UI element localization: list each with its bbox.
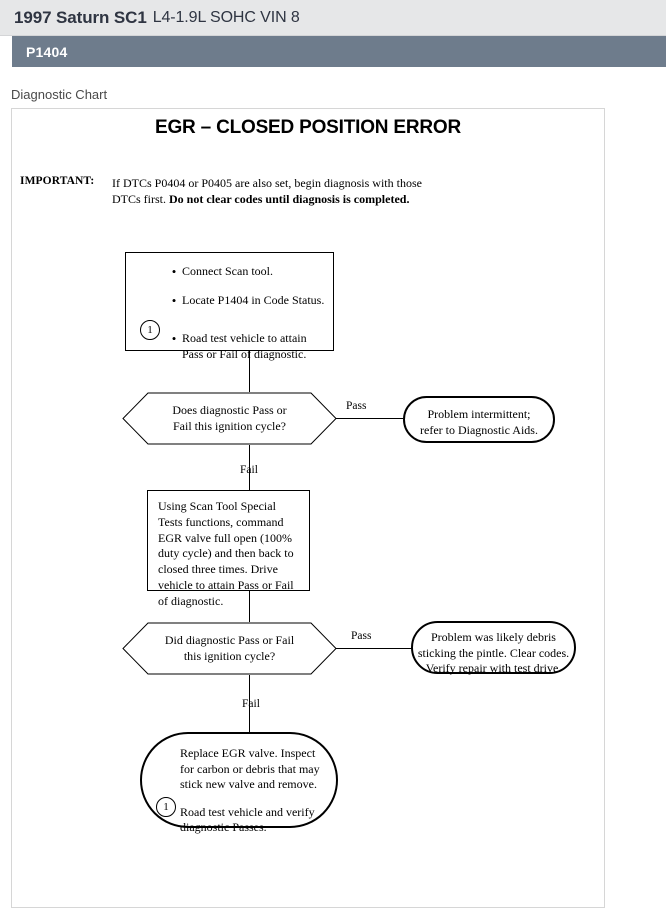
bullet-item: • Locate P1404 in Code Status. bbox=[166, 293, 327, 310]
connector-decision1-fail bbox=[249, 445, 250, 495]
bullet-text: Locate P1404 in Code Status. bbox=[182, 292, 325, 307]
vehicle-header: 1997 Saturn SC1 L4-1.9L SOHC VIN 8 bbox=[0, 0, 666, 36]
hexagon-shape-icon bbox=[122, 392, 337, 445]
important-line-2: DTCs first. Do not clear codes until dia… bbox=[112, 191, 422, 207]
edge-label-fail-2: Fail bbox=[242, 698, 260, 710]
connector-decision2-pass bbox=[336, 648, 412, 649]
important-body: If DTCs P0404 or P0405 are also set, beg… bbox=[112, 175, 422, 207]
decision2-line-1: Did diagnostic Pass or Fail bbox=[164, 633, 295, 647]
vehicle-engine-label: L4-1.9L SOHC VIN 8 bbox=[152, 8, 300, 26]
connector-box2-to-decision2 bbox=[249, 591, 250, 631]
bullet-text: Road test vehicle to attain Pass or Fail… bbox=[182, 331, 307, 361]
connector-decision1-pass bbox=[336, 418, 403, 419]
bullet-dot-icon: • bbox=[171, 292, 177, 308]
edge-label-pass-2: Pass bbox=[351, 630, 372, 642]
flow-oval-debris-pintle: Problem was likely debris sticking the p… bbox=[411, 621, 576, 676]
flow-decision-ignition-cycle-2: Did diagnostic Pass or Fail this ignitio… bbox=[122, 622, 337, 675]
flow-oval-replace-egr-valve: Replace EGR valve. Inspect for carbon or… bbox=[140, 732, 338, 834]
section-label: Diagnostic Chart bbox=[11, 87, 108, 102]
important-label: IMPORTANT: bbox=[20, 175, 95, 187]
dtc-code-bar[interactable]: P1404 bbox=[12, 36, 666, 67]
hexagon-shape-icon bbox=[122, 622, 337, 675]
oval2-line-1: Problem was likely debris bbox=[431, 630, 556, 644]
oval3-line-3: stick new valve and remove. bbox=[180, 777, 317, 792]
bullet-dot-icon: • bbox=[171, 331, 177, 347]
flow-box-scan-tool-special-tests: Using Scan Tool Special Tests functions,… bbox=[147, 490, 310, 608]
step-marker-circle: 1 bbox=[156, 797, 176, 817]
flow-oval-problem-intermittent: Problem intermittent; refer to Diagnosti… bbox=[403, 396, 555, 443]
oval3-line-1: Replace EGR valve. Inspect bbox=[180, 746, 316, 760]
connector-box1-to-decision1 bbox=[249, 351, 250, 401]
important-line-2-normal: DTCs first. bbox=[112, 192, 169, 207]
bullet-text: Connect Scan tool. bbox=[182, 264, 273, 278]
important-line-2-bold: Do not clear codes until diagnosis is co… bbox=[169, 192, 410, 207]
decision1-line-1: Does diagnostic Pass or bbox=[172, 403, 287, 417]
decision2-line-2: this ignition cycle? bbox=[183, 648, 276, 663]
box2-text: Using Scan Tool Special Tests functions,… bbox=[158, 499, 294, 608]
oval3-line-5: diagnostic Passes. bbox=[180, 820, 267, 835]
oval1-line-1: Problem intermittent; bbox=[427, 407, 531, 421]
step-marker-label: 1 bbox=[163, 801, 169, 813]
flow-box-connect-scan-tool: • Connect Scan tool. • Locate P1404 in C… bbox=[125, 252, 334, 361]
oval3-line-4: Road test vehicle and verify bbox=[180, 804, 315, 819]
bullet-dot-icon: • bbox=[171, 264, 177, 279]
step-marker-label: 1 bbox=[147, 324, 153, 336]
oval1-line-2: refer to Diagnostic Aids. bbox=[420, 422, 538, 437]
step-marker-circle: 1 bbox=[140, 320, 160, 340]
diagnostic-chart-image: EGR – CLOSED POSITION ERROR IMPORTANT: I… bbox=[11, 108, 605, 908]
oval3-line-2: for carbon or debris that may bbox=[180, 761, 320, 776]
oval2-line-3: Verify repair with test drive. bbox=[425, 661, 562, 676]
important-line-1: If DTCs P0404 or P0405 are also set, beg… bbox=[112, 176, 422, 190]
important-note: IMPORTANT: If DTCs P0404 or P0405 are al… bbox=[12, 175, 590, 207]
dtc-code-label: P1404 bbox=[26, 43, 68, 60]
flow-decision-ignition-cycle-1: Does diagnostic Pass or Fail this igniti… bbox=[122, 392, 337, 445]
chart-title: EGR – CLOSED POSITION ERROR bbox=[154, 117, 462, 138]
decision1-line-2: Fail this ignition cycle? bbox=[173, 418, 286, 433]
bullet-item: • Road test vehicle to attain Pass or Fa… bbox=[166, 331, 327, 362]
edge-label-pass-1: Pass bbox=[346, 400, 367, 412]
edge-label-fail-1: Fail bbox=[240, 464, 258, 476]
connector-decision2-fail bbox=[249, 675, 250, 736]
bullet-item: • Connect Scan tool. bbox=[166, 264, 327, 281]
code-bar-container: P1404 bbox=[0, 36, 666, 67]
vehicle-model-label: 1997 Saturn SC1 bbox=[14, 7, 147, 27]
oval2-line-2: sticking the pintle. Clear codes. bbox=[417, 645, 570, 660]
